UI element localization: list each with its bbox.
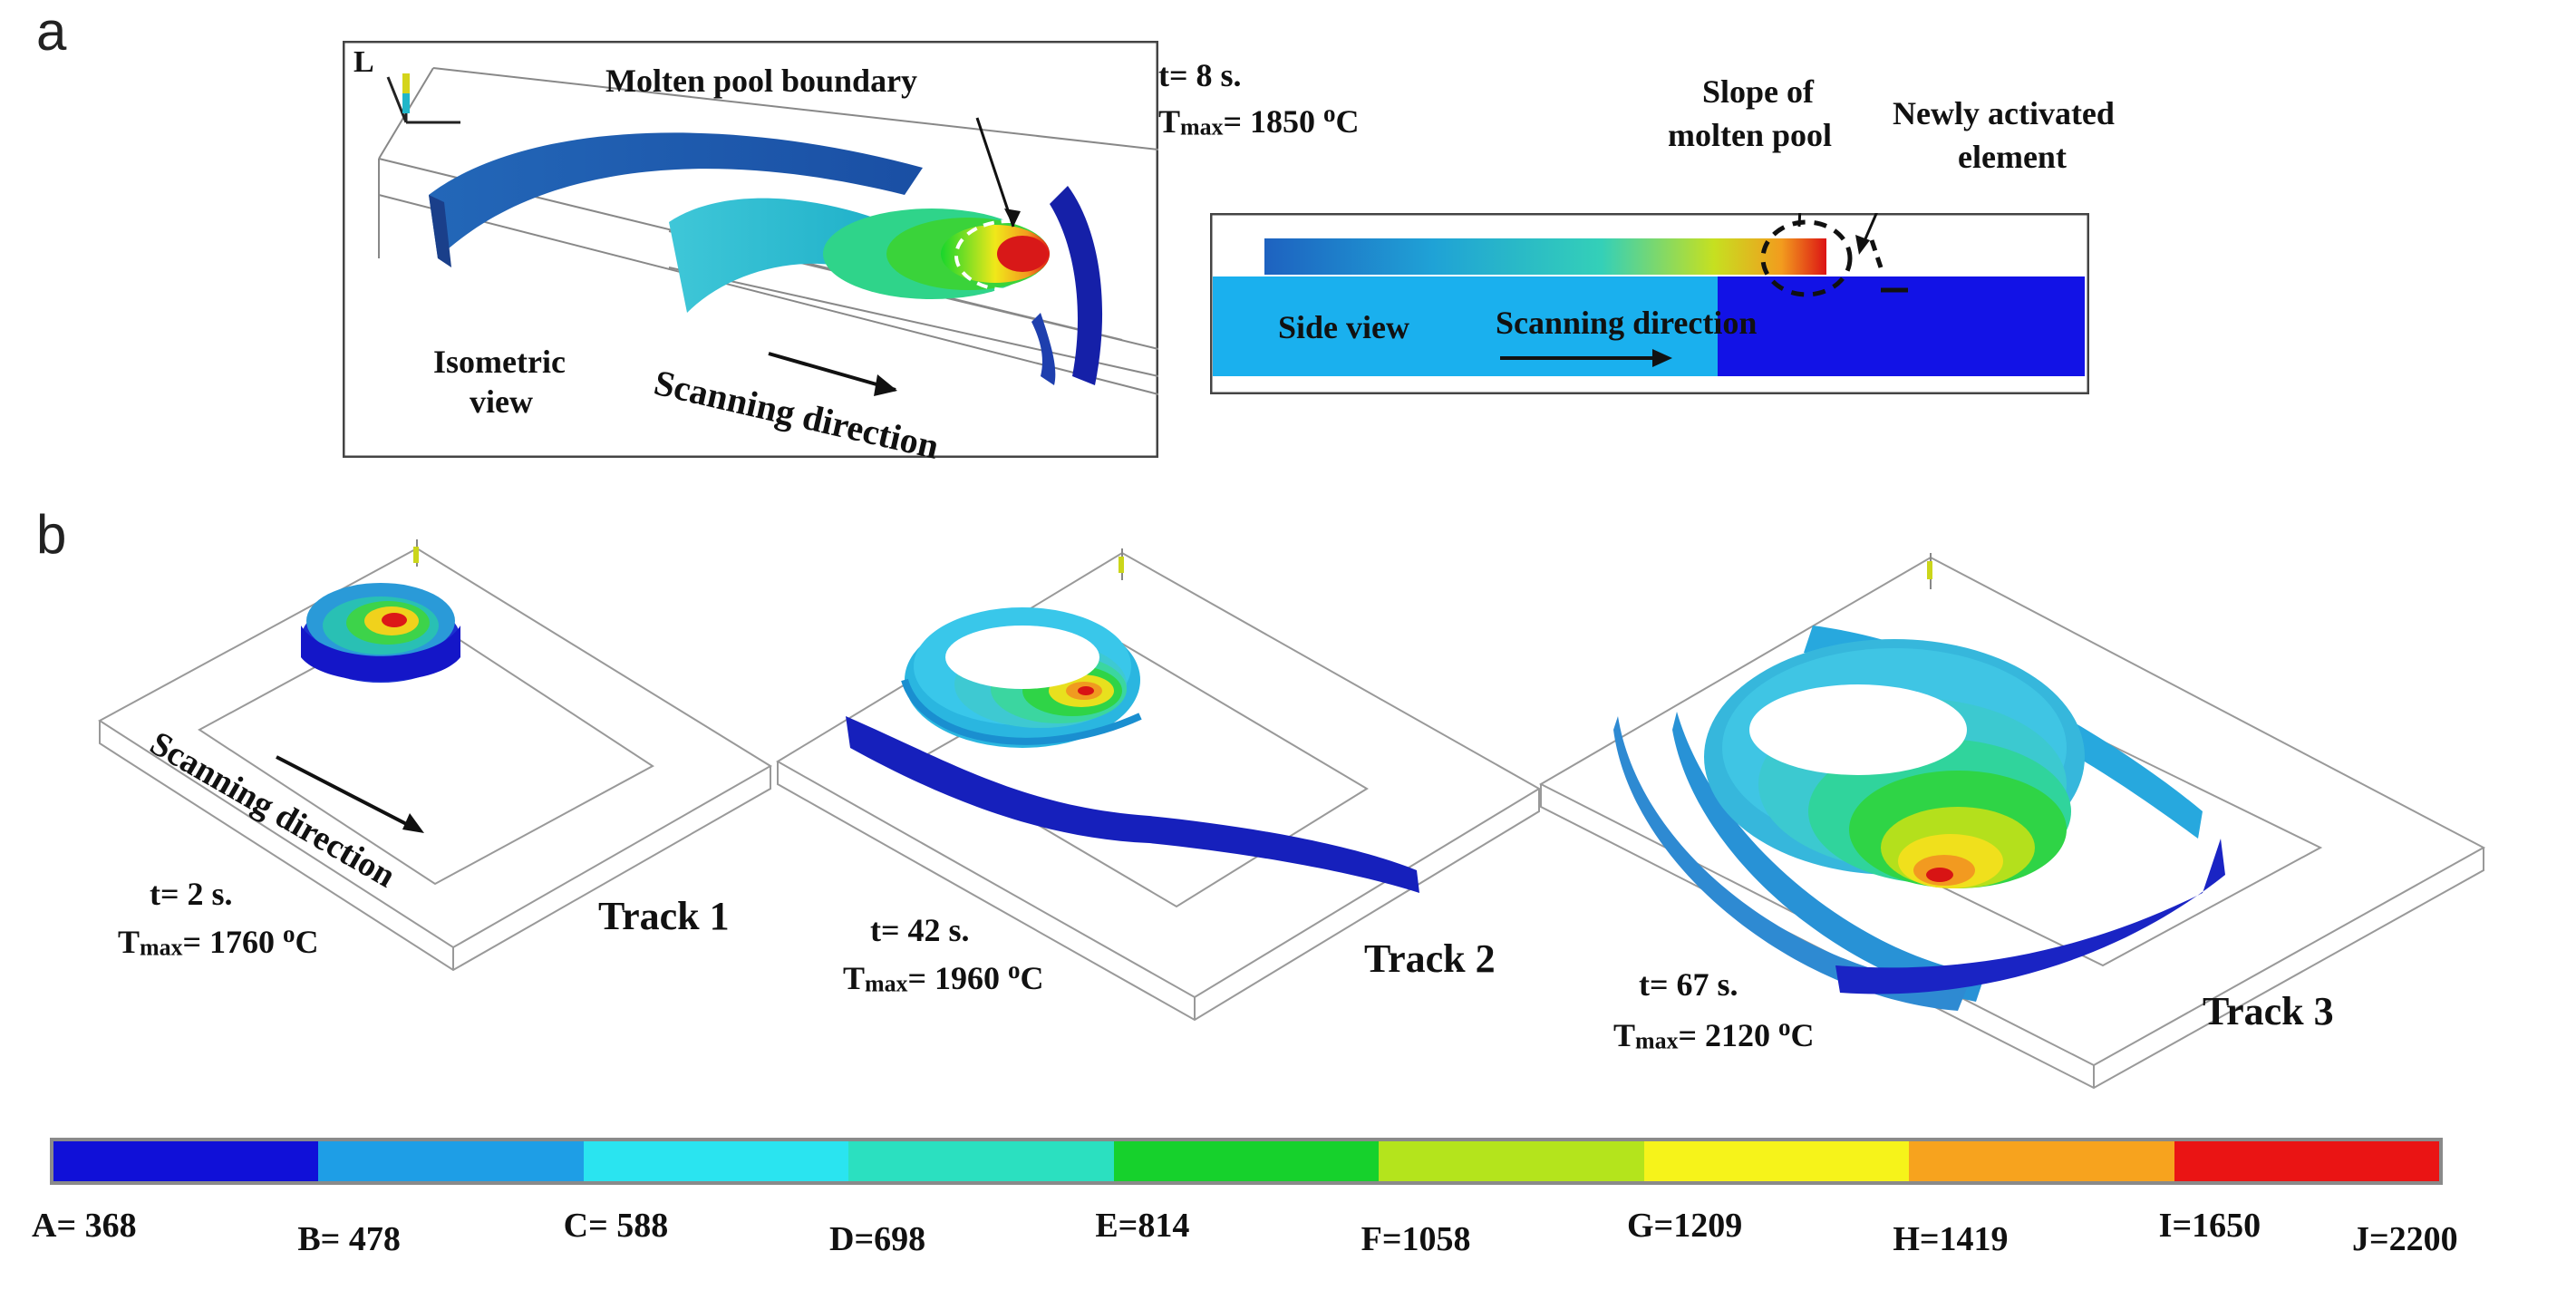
tmax-sub: max — [865, 970, 908, 997]
legend-label: D=698 — [829, 1220, 926, 1258]
track-3-time-label: t= 67 s. — [1639, 966, 1738, 1003]
track-2-figure — [769, 544, 1548, 1033]
tmax-prefix: T — [843, 960, 866, 997]
legend-label: I=1650 — [2158, 1207, 2261, 1245]
tmax-value: = 1850 — [1223, 103, 1324, 141]
isometric-axis-label: L — [353, 45, 374, 79]
side-view-label: Side view — [1278, 309, 1410, 345]
track-1-label: Track 1 — [598, 894, 730, 938]
color-bar-segment — [53, 1141, 319, 1181]
legend-label: G=1209 — [1627, 1207, 1743, 1245]
legend-label: J=2200 — [2352, 1220, 2458, 1258]
temperature-color-bar — [50, 1138, 2443, 1185]
isometric-view-label-1: Isometric — [433, 344, 566, 380]
tmax-sup: o — [1008, 956, 1021, 984]
tmax-value: = 1960 — [907, 960, 1009, 997]
slope-label-2: molten pool — [1668, 117, 1833, 153]
color-bar-segment — [848, 1141, 1114, 1181]
track-2-time-label: t= 42 s. — [870, 912, 970, 948]
tmax-unit: C — [295, 924, 319, 961]
molten-pool-boundary-label: Molten pool boundary — [605, 63, 918, 99]
color-bar-segment — [1379, 1141, 1644, 1181]
color-bar-segment — [1909, 1141, 2174, 1181]
track-1-time-label: t= 2 s. — [150, 876, 233, 912]
track-3-label: Track 3 — [2203, 989, 2334, 1033]
legend-label: H=1419 — [1893, 1220, 2009, 1258]
isometric-view-label-2: view — [470, 383, 533, 420]
tmax-sup: o — [1778, 1014, 1791, 1041]
tmax-sub: max — [1635, 1027, 1679, 1054]
track-2-tmax-label: Tmax= 1960 oC — [843, 956, 1044, 998]
tmax-prefix: T — [1158, 103, 1181, 141]
legend-label: F=1058 — [1361, 1220, 1471, 1258]
legend-label: E=814 — [1095, 1207, 1190, 1245]
track-1-figure — [91, 530, 780, 984]
panel-letter-b: b — [36, 504, 67, 565]
color-bar-segment — [583, 1141, 849, 1181]
panel-letter-a: a — [36, 1, 67, 62]
legend-label: A= 368 — [32, 1207, 137, 1245]
color-bar-segment — [318, 1141, 584, 1181]
tmax-unit: C — [1790, 1017, 1815, 1054]
tmax-sup: o — [283, 920, 295, 947]
panel-a-time-label: t= 8 s. — [1158, 57, 1242, 93]
legend-label: B= 478 — [297, 1220, 401, 1258]
tmax-sub: max — [140, 934, 183, 961]
tmax-value: = 2120 — [1678, 1017, 1779, 1054]
side-scanning-direction-label: Scanning direction — [1496, 305, 1758, 341]
color-bar-segment — [1643, 1141, 1910, 1181]
track-1-tmax-label: Tmax= 1760 oC — [118, 920, 319, 962]
color-bar-segment — [1113, 1141, 1380, 1181]
tmax-unit: C — [1020, 960, 1044, 997]
slope-label-1: Slope of — [1702, 73, 1815, 110]
isometric-view-figure — [343, 41, 1158, 458]
panel-a-tmax-label: Tmax= 1850 oC — [1158, 100, 1360, 141]
newly-activated-label-1: Newly activated — [1893, 95, 2115, 131]
tmax-sub: max — [1180, 113, 1224, 141]
tmax-prefix: T — [118, 924, 140, 961]
tmax-value: = 1760 — [182, 924, 284, 961]
tmax-prefix: T — [1613, 1017, 1636, 1054]
track-2-label: Track 2 — [1364, 936, 1496, 981]
track-3-tmax-label: Tmax= 2120 oC — [1613, 1014, 1815, 1055]
side-view-figure — [1210, 213, 2089, 394]
track-3-figure — [1532, 548, 2493, 1092]
legend-label: C= 588 — [563, 1207, 669, 1245]
newly-activated-label-2: element — [1958, 139, 2067, 175]
tmax-unit: C — [1335, 103, 1360, 141]
color-bar-segment — [2174, 1141, 2439, 1181]
tmax-sup: o — [1323, 100, 1336, 127]
